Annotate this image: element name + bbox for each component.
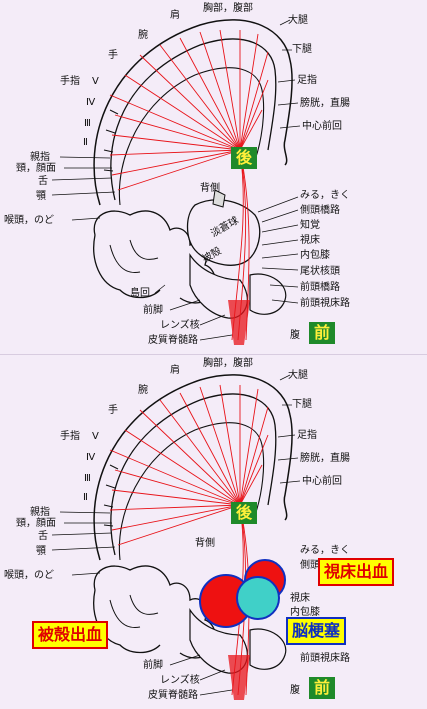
label-hand: 手: [108, 405, 118, 416]
label-finger-ii: Ⅱ: [83, 492, 88, 503]
label-thigh: 大腿: [288, 370, 308, 381]
label-see-hear: みる，きく: [300, 545, 350, 556]
label-internal-capsule-genu: 内包膝: [300, 250, 330, 261]
label-bladder-rectum: 膀胱，直腸: [300, 453, 350, 464]
label-arm: 腕: [138, 385, 148, 396]
label-finger-v: V: [92, 76, 99, 87]
label-toes: 足指: [297, 75, 317, 86]
label-neck-face: 頸，顔面: [16, 163, 56, 174]
label-insula: 島回: [130, 288, 150, 299]
label-pharynx: 喉頭，のど: [4, 570, 54, 581]
tag-anterior: 前: [309, 677, 335, 699]
label-caudate-head: 尾状核頭: [300, 266, 340, 277]
label-lower-leg: 下腿: [292, 44, 312, 55]
callout-cerebral-infarction: 脳梗塞: [286, 617, 347, 645]
label-finger-ii: Ⅱ: [83, 137, 88, 148]
label-corticobulbar: 皮質脊髄路: [148, 335, 198, 346]
label-dorsal: 背側: [200, 183, 220, 194]
label-jaw: 顎: [36, 191, 46, 202]
label-lentiform: レンズ核: [160, 675, 200, 686]
label-see-hear: みる，きく: [300, 190, 350, 201]
label-arm: 腕: [138, 30, 148, 41]
label-anterior-limb: 前脚: [143, 660, 163, 671]
label-sensory: 知覚: [300, 220, 320, 231]
tag-posterior: 後: [231, 147, 257, 169]
label-finger-v: V: [92, 431, 99, 442]
label-finger-iv: Ⅳ: [86, 97, 96, 108]
label-ventral: 腹 側: [290, 330, 320, 341]
label-thumb: 親指: [30, 152, 50, 163]
label-anterior-limb: 前脚: [143, 305, 163, 316]
infarct-lesion: [236, 576, 280, 620]
label-pharynx: 喉頭，のど: [4, 215, 54, 226]
label-tongue: 舌: [38, 176, 48, 187]
brain-section-drawing-bottom: [51, 374, 301, 700]
diagram-bottom: 肩 胸部，腹部 大腿 腕 下腿 手 足指 手指 V Ⅳ 膀胱，直腸 Ⅲ 中心前回…: [0, 355, 427, 709]
label-thumb: 親指: [30, 507, 50, 518]
callout-thalamic-hemorrhage: 視床出血: [318, 558, 395, 586]
label-precentral: 中心前回: [302, 476, 342, 487]
tag-anterior: 前: [309, 322, 335, 344]
label-chest-abdomen: 胸部，腹部: [203, 3, 253, 14]
label-jaw: 顎: [36, 546, 46, 557]
label-toes: 足指: [297, 430, 317, 441]
label-temporopontine: 側頭橋路: [300, 205, 340, 216]
label-shoulder: 肩: [170, 365, 180, 376]
label-corticobulbar: 皮質脊髄路: [148, 690, 198, 701]
label-shoulder: 肩: [170, 10, 180, 21]
label-chest-abdomen: 胸部，腹部: [203, 358, 253, 369]
brain-section-drawing-top: [51, 19, 301, 345]
label-thalamus: 視床: [300, 235, 320, 246]
label-lower-leg: 下腿: [292, 399, 312, 410]
label-frontothalamic: 前頭視床路: [300, 298, 350, 309]
callout-putaminal-hemorrhage: 被殻出血: [32, 621, 109, 649]
label-dorsal: 背側: [195, 538, 215, 549]
label-lentiform: レンズ核: [160, 320, 200, 331]
diagram-top: 肩 胸部，腹部 大腿 腕 下腿 手 足指 手指 V Ⅳ 膀胱，直腸 Ⅲ 中心前回…: [0, 0, 427, 354]
label-finger-iv: Ⅳ: [86, 452, 96, 463]
label-internal-capsule-genu: 内包膝: [290, 607, 320, 618]
label-ventral: 腹 側: [290, 685, 320, 696]
label-frontothalamic: 前頭視床路: [300, 653, 350, 664]
label-fingers: 手指: [60, 431, 80, 442]
label-bladder-rectum: 膀胱，直腸: [300, 98, 350, 109]
label-frontopontine: 前頭橋路: [300, 282, 340, 293]
label-precentral: 中心前回: [302, 121, 342, 132]
tag-posterior: 後: [231, 502, 257, 524]
label-neck-face: 頸，顔面: [16, 518, 56, 529]
label-finger-iii: Ⅲ: [84, 118, 91, 129]
label-finger-iii: Ⅲ: [84, 473, 91, 484]
label-thigh: 大腿: [288, 15, 308, 26]
label-fingers: 手指: [60, 76, 80, 87]
label-tongue: 舌: [38, 531, 48, 542]
label-thalamus: 視床: [290, 593, 310, 604]
label-hand: 手: [108, 50, 118, 61]
panel-divider: [0, 354, 427, 355]
